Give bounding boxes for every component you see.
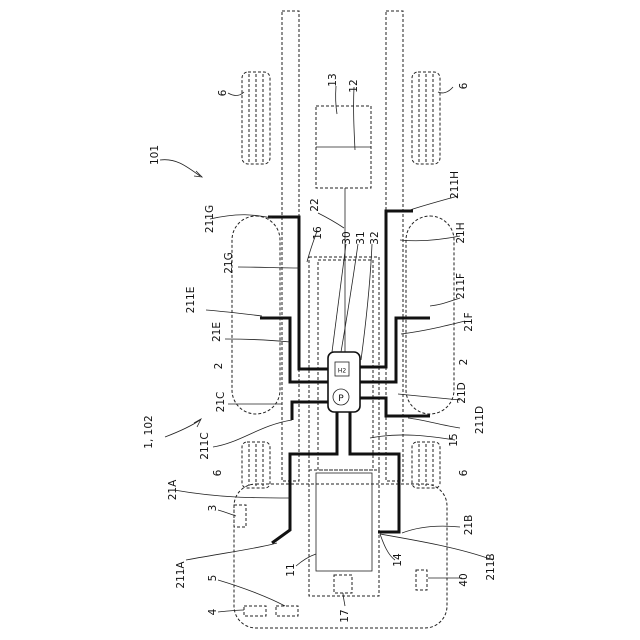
label-21D: 21D — [456, 382, 468, 403]
label-17: 17 — [339, 609, 351, 622]
component-4 — [244, 606, 266, 616]
pump-label: P — [338, 394, 344, 404]
label-5: 5 — [207, 575, 219, 582]
label-13: 13 — [327, 73, 339, 86]
label-11: 11 — [285, 563, 297, 576]
label-32: 32 — [369, 231, 381, 244]
label-3: 3 — [207, 505, 219, 512]
label-211G: 211G — [204, 205, 216, 233]
label-6-rear-left: 6 — [212, 469, 224, 476]
label-21G: 21G — [223, 252, 235, 274]
wheel-front-left — [242, 72, 270, 164]
central-unit: H2 P — [328, 352, 360, 412]
label-211H-top: 211H — [449, 171, 461, 199]
label-2-left: 2 — [213, 363, 225, 370]
label-40: 40 — [458, 573, 470, 586]
component-11-box — [316, 473, 372, 571]
tank-2-right — [406, 216, 454, 414]
wheel-rear-left — [242, 442, 270, 488]
label-6-front-left: 6 — [217, 89, 229, 96]
label-211C: 211C — [199, 432, 211, 459]
frame-rail-right — [386, 11, 403, 481]
wheel-rear-right — [412, 442, 440, 488]
labels: 6 6 13 12 101 211G 211H 22 16 30 31 32 2… — [143, 73, 497, 622]
wheel-front-right — [412, 72, 440, 164]
leader-lines — [160, 86, 493, 612]
label-2-right: 2 — [458, 359, 470, 366]
component-40 — [416, 570, 427, 590]
label-101: 101 — [149, 145, 161, 165]
label-211F: 211F — [455, 273, 467, 299]
label-21B: 21B — [463, 515, 475, 536]
label-12: 12 — [348, 79, 360, 92]
component-17 — [334, 575, 352, 593]
label-16: 16 — [312, 226, 324, 240]
label-21H: 21H — [455, 222, 467, 243]
label-15: 15 — [448, 433, 460, 446]
label-211D: 211D — [474, 406, 486, 434]
label-21F: 21F — [463, 312, 475, 331]
label-21E: 21E — [211, 322, 223, 342]
label-211B: 211B — [485, 553, 497, 580]
label-4: 4 — [207, 608, 219, 615]
label-6-front-right: 6 — [458, 82, 470, 89]
h2-label: H2 — [338, 368, 347, 375]
component-5 — [276, 606, 298, 616]
enclosure-14 — [309, 470, 379, 596]
label-30: 30 — [341, 231, 353, 244]
label-1-102: 1, 102 — [143, 415, 155, 448]
arrow-head-101 — [194, 171, 202, 177]
label-22: 22 — [309, 198, 321, 211]
label-21A: 21A — [167, 479, 179, 500]
label-6-rear-right: 6 — [458, 469, 470, 476]
label-211E: 211E — [185, 287, 197, 314]
label-31: 31 — [355, 231, 367, 244]
label-211A: 211A — [175, 561, 187, 589]
label-21C: 21C — [215, 392, 227, 413]
label-14: 14 — [392, 553, 404, 567]
